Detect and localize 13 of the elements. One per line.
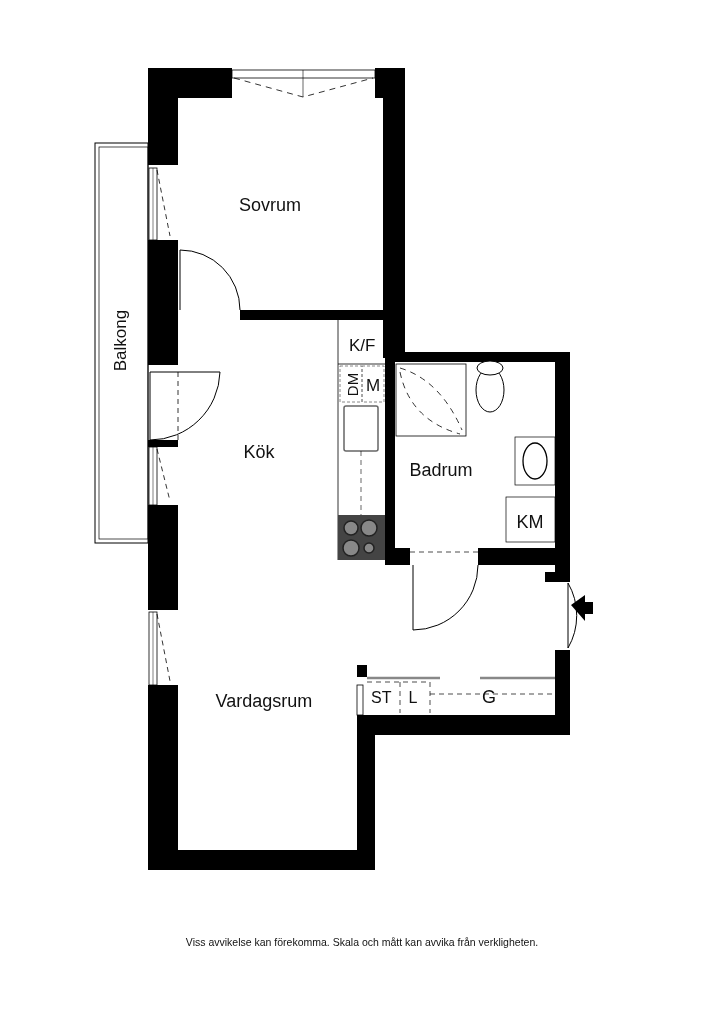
room-label: K/F bbox=[349, 336, 376, 354]
room-label: Sovrum bbox=[239, 196, 301, 214]
room-label: Badrum bbox=[409, 461, 473, 479]
room-label: Balkong bbox=[111, 309, 129, 371]
room-label: KM bbox=[516, 513, 544, 531]
room-label: Kök bbox=[243, 443, 275, 461]
room-label: DM bbox=[344, 372, 360, 396]
room-label: G bbox=[482, 688, 496, 706]
room-label: L bbox=[408, 690, 418, 706]
room-label: ST bbox=[371, 690, 392, 706]
room-label: Vardagsrum bbox=[215, 692, 313, 710]
room-label: M bbox=[366, 376, 381, 394]
disclaimer-note: Viss avvikelse kan förekomma. Skala och mått kan avvika från verkligheten. bbox=[184, 936, 540, 948]
